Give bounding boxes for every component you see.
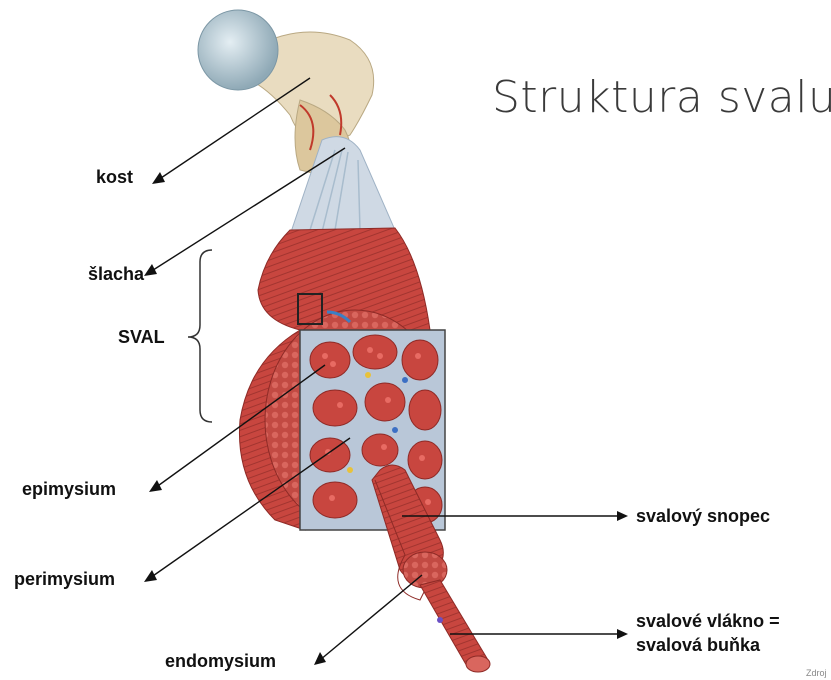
- muscle-fiber: [420, 580, 488, 668]
- label-sval: SVAL: [118, 326, 165, 348]
- bone-head: [198, 10, 278, 90]
- sval-brace: [188, 250, 212, 422]
- label-perimysium: perimysium: [14, 568, 115, 590]
- label-svalove-vlakno: svalové vlákno =: [636, 610, 780, 632]
- label-endomysium: endomysium: [165, 650, 276, 672]
- label-svalova-bunka: svalová buňka: [636, 634, 760, 656]
- label-kost: kost: [96, 166, 133, 188]
- label-svalovy-snopec: svalový snopec: [636, 505, 770, 527]
- kost-leader: [158, 78, 310, 180]
- label-epimysium: epimysium: [22, 478, 116, 500]
- endomysium-leader: [320, 575, 422, 660]
- page-title: Struktura svalu: [492, 72, 831, 123]
- image-credit: Zdroj: [806, 668, 827, 678]
- label-slacha: šlacha: [88, 263, 144, 285]
- enlarged-section: [300, 330, 445, 530]
